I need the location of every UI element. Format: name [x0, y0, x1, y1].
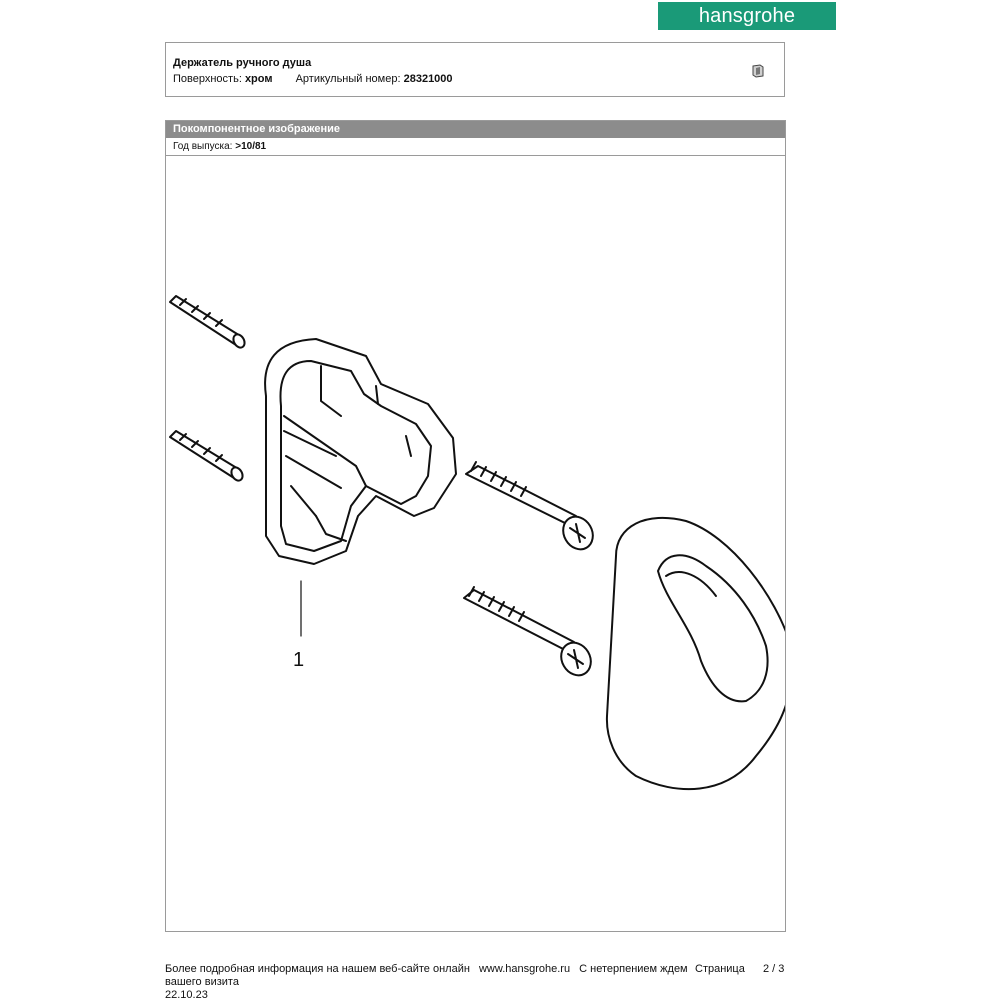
product-header: Держатель ручного душа Поверхность: хром… — [165, 42, 785, 97]
surface-label: Поверхность: — [173, 73, 242, 85]
screw-top — [465, 461, 594, 551]
exploded-view-header: Покомпонентное изображение — [166, 121, 785, 138]
wall-plug-bottom — [169, 430, 244, 482]
wall-bracket — [264, 338, 457, 565]
article-value: 28321000 — [403, 73, 453, 85]
part-number-label: 1 — [293, 649, 305, 671]
surface-value: хром — [244, 73, 273, 85]
product-meta: Поверхность: хром Артикульный номер: 283… — [173, 73, 453, 85]
exploded-drawing — [169, 295, 785, 791]
footer-visit-text-2: вашего визита — [165, 976, 239, 988]
screw-bottom — [463, 586, 592, 677]
wall-plug-top — [169, 295, 246, 349]
panel-divider — [166, 155, 785, 156]
footer-visit-text: С нетерпением ждем — [579, 963, 688, 975]
exploded-view-panel: Покомпонентное изображение Год выпуска: … — [165, 120, 786, 932]
page-footer: Более подробная информация на нашем веб-… — [165, 963, 805, 1002]
article-label: Артикульный номер: — [295, 73, 401, 85]
footer-date: 22.10.23 — [165, 989, 208, 1001]
page-label: Страница — [695, 963, 745, 975]
brand-logo: hansgrohe — [658, 2, 836, 30]
website-link[interactable]: www.hansgrohe.ru — [478, 963, 571, 975]
year-label: Год выпуска: — [173, 141, 233, 152]
product-thumbnail-icon — [752, 64, 764, 78]
release-year: Год выпуска: >10/81 — [173, 141, 266, 152]
cover-cap — [605, 516, 785, 791]
product-title: Держатель ручного душа — [173, 57, 312, 69]
year-value: >10/81 — [235, 141, 267, 152]
footer-line-1: Более подробная информация на нашем веб-… — [165, 963, 805, 976]
page-number: 2 / 3 — [763, 963, 785, 975]
footer-info-text: Более подробная информация на нашем веб-… — [165, 963, 470, 975]
